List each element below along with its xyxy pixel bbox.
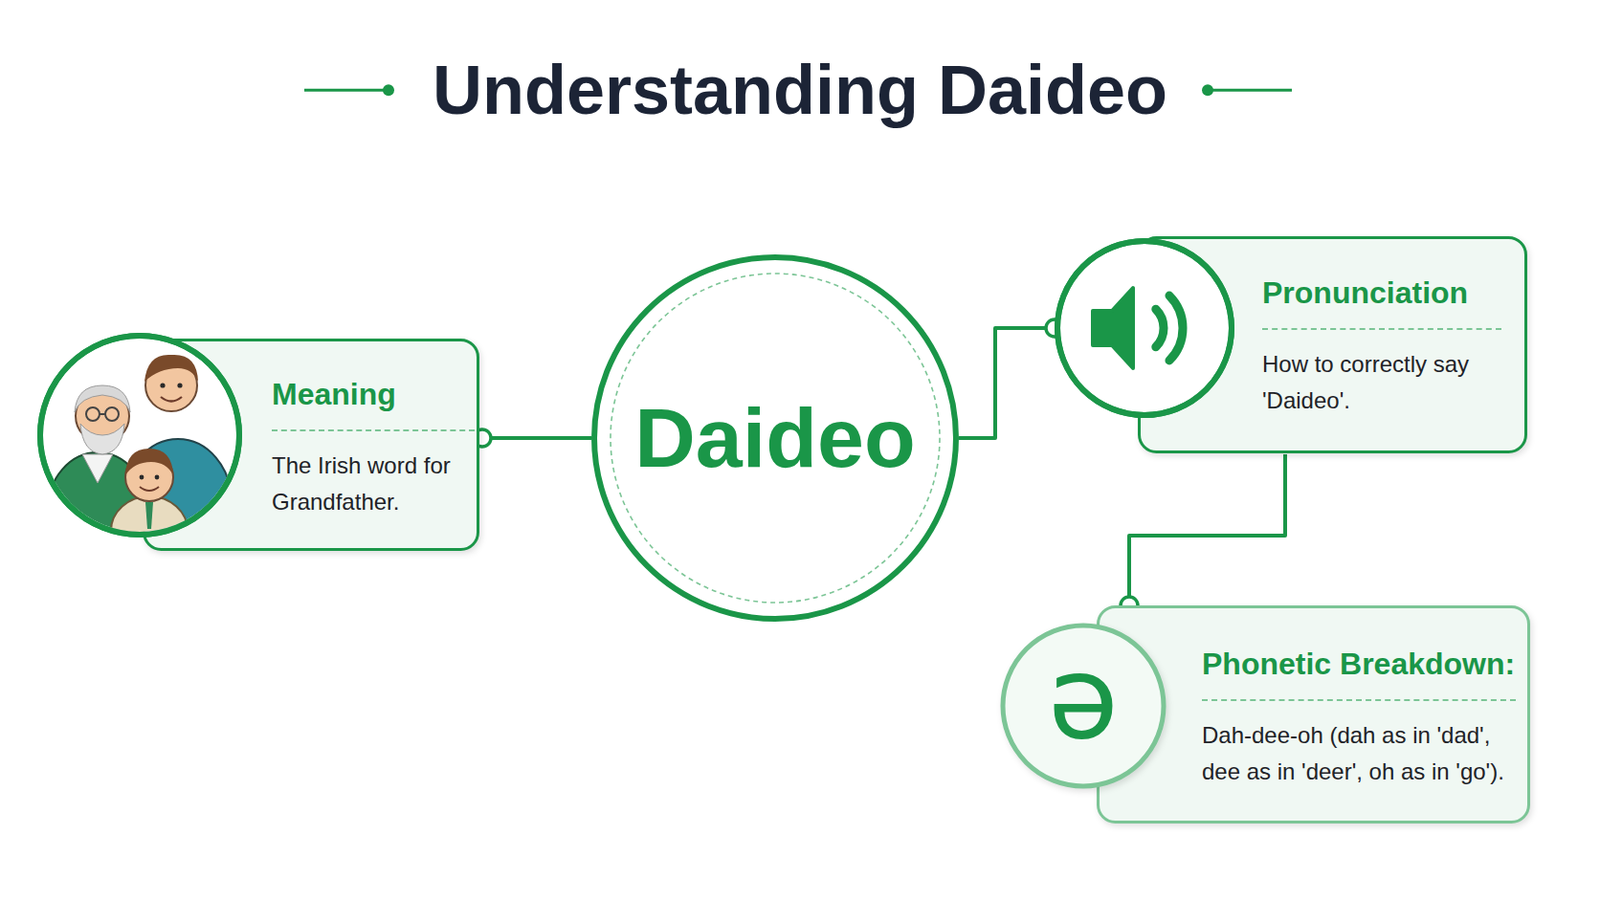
speaker-icon <box>1092 288 1183 369</box>
drawing-part <box>177 382 182 388</box>
drawing-part <box>1092 288 1134 369</box>
drawing-part <box>1057 241 1232 416</box>
card-body: The Irish word for Grandfather. <box>271 447 475 519</box>
phonetic-symbol: ə <box>1047 641 1119 756</box>
icon-circle <box>1057 241 1232 416</box>
deco-line <box>1207 88 1292 92</box>
card-heading: Meaning <box>271 376 475 413</box>
card-content: Phonetic Breakdown: Dah-dee-oh (dah as in… <box>1201 645 1516 790</box>
center-circle: Daideo <box>591 254 959 623</box>
symbol-circle: ə <box>1000 622 1167 790</box>
drawing-part <box>125 448 174 476</box>
connector-line <box>958 328 1055 439</box>
drawing-part <box>159 382 165 388</box>
circle-content: ə <box>1000 622 1167 790</box>
card-heading: Pronunciation <box>1262 274 1502 312</box>
deco-dot <box>382 84 395 96</box>
drawing-part <box>155 475 160 481</box>
dashed-divider <box>1201 699 1516 702</box>
drawing-part <box>144 355 199 382</box>
connector-line <box>1129 454 1286 606</box>
icon-ring <box>40 335 240 535</box>
card-body: Dah-dee-oh (dah as in 'dad', dee as in '… <box>1201 717 1516 789</box>
card-heading: Phonetic Breakdown: <box>1201 645 1516 683</box>
card-content: PronunciationHow to correctly say 'Daide… <box>1262 274 1502 419</box>
drawing-part <box>40 335 240 568</box>
dashed-divider <box>1262 328 1502 331</box>
drawing-part <box>80 423 125 455</box>
circle-frame <box>594 257 956 620</box>
card-body: How to correctly say 'Daideo'. <box>1262 346 1502 418</box>
deco-line <box>304 88 389 92</box>
meaning-card: MeaningThe Irish word for Grandfather. <box>34 330 483 553</box>
page-title: Understanding Daideo <box>432 48 1168 132</box>
drawing-part <box>99 413 106 416</box>
connector-line <box>482 436 592 441</box>
pronunciation-card-outline <box>1054 236 1528 455</box>
drawing-part <box>160 397 182 402</box>
symbol-frame <box>1002 625 1164 787</box>
deco-dot <box>1201 84 1214 96</box>
drawing-part <box>139 487 159 491</box>
drawing-part <box>145 502 154 530</box>
card-content: MeaningThe Irish word for Grandfather. <box>271 376 475 520</box>
card-frame <box>1098 607 1530 823</box>
dashed-ring <box>610 273 940 603</box>
family-illustration <box>40 335 240 568</box>
drawing-part <box>86 407 100 422</box>
icon-ring <box>1057 241 1232 416</box>
meaning-card-outline <box>34 330 483 553</box>
dashed-divider <box>271 429 475 432</box>
center-word: Daideo <box>634 392 915 486</box>
drawing-part <box>105 407 119 422</box>
circle-content: Daideo <box>591 254 959 623</box>
drawing-part <box>1155 309 1164 348</box>
drawing-part <box>74 385 131 413</box>
drawing-part <box>1169 295 1183 361</box>
drawing-part <box>82 454 113 484</box>
drawing-part <box>139 475 145 481</box>
pronunciation-card: PronunciationHow to correctly say 'Daide… <box>1054 236 1528 455</box>
